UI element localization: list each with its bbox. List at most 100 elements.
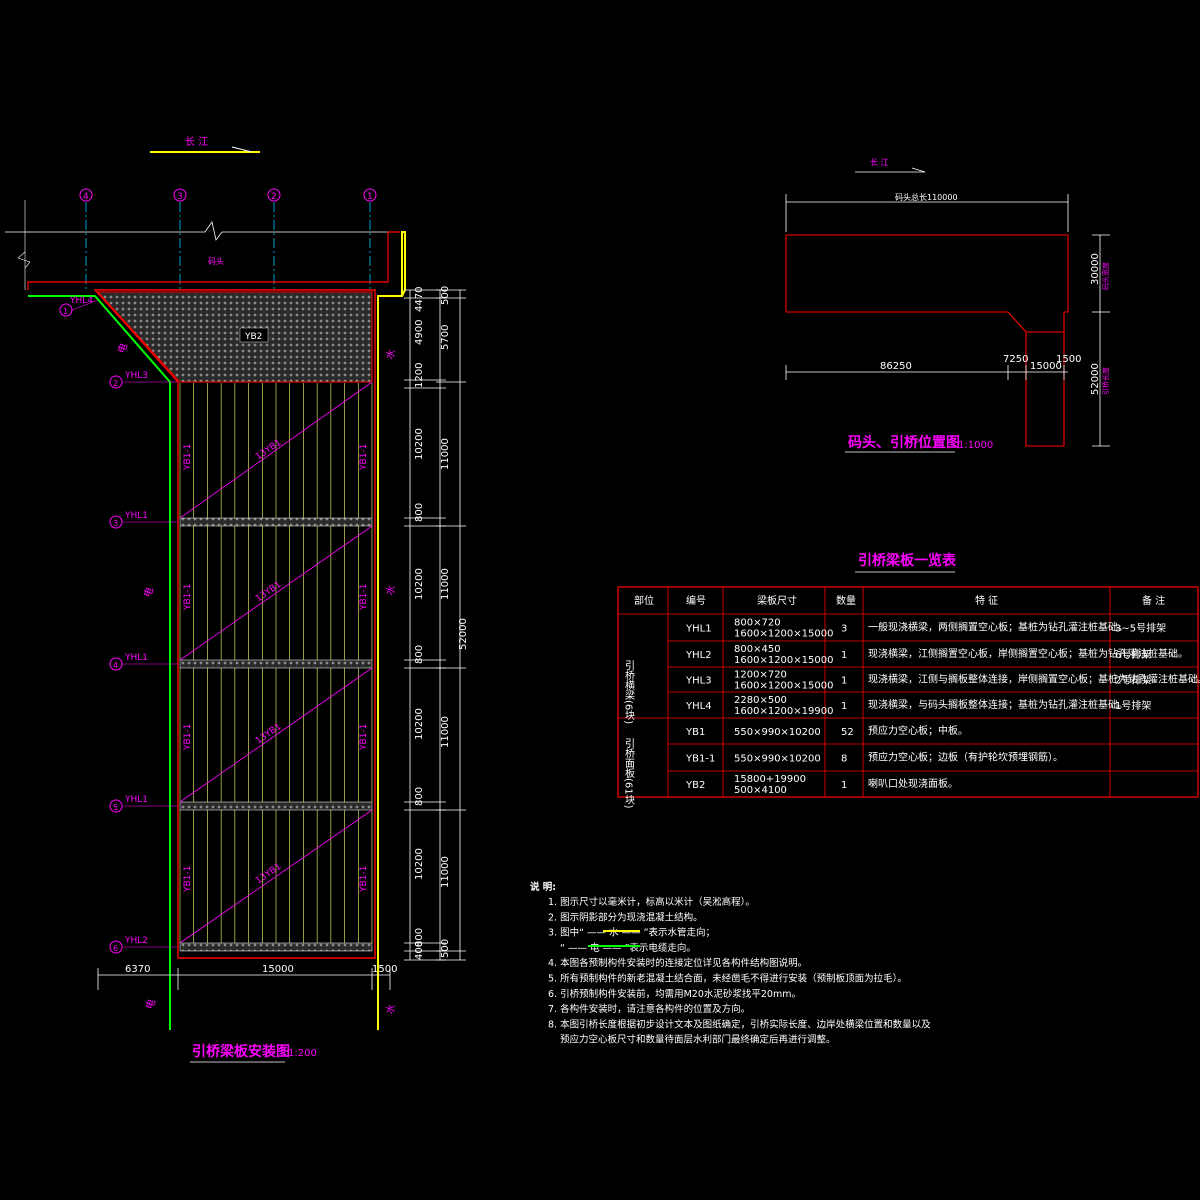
beam-code: YHL3 — [124, 371, 148, 381]
dim-label: 10200 — [414, 568, 425, 600]
water-label: 水 — [384, 348, 399, 362]
row-code: YB1 — [685, 727, 705, 738]
note-line: 8. 本图引桥长度根据初步设计文本及图纸确定，引桥实际长度、边岸处横梁位置和数量… — [548, 1018, 931, 1030]
schedule: 引桥梁板一览表 部位 编号 梁板尺寸 数量 特 征 备 注 — [617, 552, 1200, 809]
beam-code: YHL4 — [69, 296, 93, 306]
water-label: 水 — [384, 1003, 399, 1017]
location-plan: 长 江 码头总长110000 30000 码头宽度 52000 引桥长度 862… — [785, 157, 1110, 453]
row-code: YB1-1 — [685, 754, 715, 765]
bottom-dim: 6370 — [125, 964, 150, 975]
beam-band — [179, 517, 373, 527]
side-slab-label: YB1-1 — [359, 724, 369, 751]
svg-text:52000: 52000 — [1090, 363, 1101, 395]
span-label: 13YB1 — [254, 722, 283, 747]
group-label: 引桥面板(61块) — [623, 738, 635, 809]
route-labels: 电 电 电 水 水 水 — [115, 341, 399, 1016]
axis-bubble — [173, 188, 187, 202]
beam-axis-label: 6 — [113, 944, 118, 953]
notes: 说 明: 1. 图示尺寸以毫米计，标高以米计（吴淞高程）。 2. 图示阴影部分为现… — [530, 881, 931, 1046]
wharf-edge: 码头 — [5, 200, 400, 290]
schedule-header: 部位 编号 梁板尺寸 数量 特 征 备 注 — [634, 594, 1165, 607]
beam-code: YHL1 — [124, 511, 148, 521]
beam-axis-label: 2 — [113, 379, 118, 388]
cable-label: 电 — [141, 585, 157, 599]
note-line: 1. 图示尺寸以毫米计，标高以米计（吴淞高程）。 — [548, 896, 755, 908]
row-qty: 1 — [841, 676, 847, 687]
svg-text:长 江: 长 江 — [870, 157, 889, 167]
beam-axis-bubble — [109, 657, 123, 671]
dim-label: 1200 — [414, 363, 425, 388]
axis-lines — [85, 202, 371, 290]
yb2-hatch — [96, 291, 373, 383]
row-feature: 一般现浇横梁，两侧搁置空心板；基桩为钻孔灌注桩基础。 — [868, 621, 1128, 634]
dim-label: 800 — [414, 645, 425, 664]
dim-label: 5700 — [440, 325, 451, 350]
beam-code: YHL1 — [124, 795, 148, 805]
beam-axis-bubble — [59, 303, 73, 317]
row-qty: 52 — [841, 727, 854, 738]
row-feature: 现浇横梁，江侧与搁板整体连接，岸侧搁置空心板；基桩为钻孔灌注桩基础。 — [868, 673, 1200, 686]
axis-label: 3 — [177, 192, 183, 202]
row-qty: 1 — [841, 780, 847, 791]
side-slab-label: YB1-1 — [183, 724, 193, 751]
beam-axis-bubble — [109, 799, 123, 813]
river-direction-arrow: 长 江 — [150, 136, 260, 153]
dimension-bottom: 6370 15000 1500 — [97, 964, 397, 990]
row-feature: 现浇横梁，与码头搁板整体连接；基桩为钻孔灌注桩基础。 — [868, 698, 1128, 711]
row-qty: 3 — [841, 624, 847, 635]
side-slab-label: YB1-1 — [359, 866, 369, 893]
svg-text:数量: 数量 — [836, 594, 856, 607]
row-size: 1600×1200×15000 — [734, 629, 833, 640]
water-label: 水 — [384, 584, 399, 598]
svg-text:引桥长度: 引桥长度 — [1101, 367, 1110, 395]
install-plan-title: 引桥梁板安装图 — [192, 1043, 290, 1060]
side-slab-label: YB1-1 — [183, 584, 193, 611]
bottom-dim: 1500 — [372, 964, 397, 975]
row-code: YHL1 — [685, 624, 712, 635]
row-note: 1号排架 — [1115, 699, 1151, 712]
dim-label: 500 — [440, 939, 451, 958]
dimension-chains-right: 52000 4470490012001020080010200800102008… — [404, 286, 469, 961]
dim-label: 10200 — [414, 848, 425, 880]
dim-label: 500 — [440, 286, 451, 305]
location-plan-scale: 1:1000 — [958, 440, 993, 451]
row-size: 1200×720 — [734, 670, 787, 681]
beam-axis-label: 5 — [113, 803, 118, 812]
row-size: 500×4100 — [734, 785, 787, 796]
note-line: 2. 图示阴影部分为现浇混凝土结构。 — [548, 911, 703, 923]
side-slab-labels: YB1-1 YB1-1 YB1-1 YB1-1 YB1-1 YB1-1 YB1-… — [183, 444, 369, 893]
svg-text:编号: 编号 — [686, 594, 706, 607]
location-plan-title: 码头、引桥位置图 — [848, 434, 960, 451]
span-label: 13YB1 — [254, 580, 283, 605]
river-direction-label: 长 江 — [185, 136, 208, 148]
notes-heading: 说 明: — [530, 881, 556, 893]
svg-text:特 征: 特 征 — [975, 595, 998, 607]
svg-text:备 注: 备 注 — [1142, 594, 1165, 607]
install-plan-scale: 1:200 — [288, 1048, 317, 1059]
row-size: 550×990×10200 — [734, 754, 821, 765]
row-qty: 1 — [841, 650, 847, 661]
dim-label: 11000 — [440, 856, 451, 888]
note-line: 预应力空心板尺寸和数量待面层水利部门最终确定后再进行调整。 — [560, 1034, 836, 1046]
beam-axis-label: 4 — [113, 661, 118, 670]
beam-bands — [179, 517, 373, 952]
beam-axis-bubble — [109, 375, 123, 389]
dim-label: 4900 — [414, 320, 425, 345]
beam-band — [179, 659, 373, 669]
dim-label: 11000 — [440, 716, 451, 748]
schedule-title: 引桥梁板一览表 — [858, 552, 957, 569]
row-size: 550×990×10200 — [734, 727, 821, 738]
cable-label: 电 — [143, 997, 159, 1011]
dim-label: 400 — [414, 941, 425, 960]
beam-axis-bubble — [109, 940, 123, 954]
row-note: 6号排架 — [1115, 648, 1151, 661]
note-line: 4. 本图各预制构件安装时的连接定位详见各构件结构图说明。 — [548, 957, 807, 969]
row-size: 800×720 — [734, 618, 781, 629]
axis-bubbles: 4 3 2 1 — [79, 188, 377, 202]
total-dim: 52000 — [458, 618, 469, 650]
row-feature: 现浇横梁，江侧搁置空心板，岸侧搁置空心板；基桩为钻孔灌注桩基础。 — [868, 647, 1188, 660]
wharf-length: 码头总长110000 — [895, 192, 958, 202]
row-note: 3~5号排架 — [1115, 622, 1166, 635]
axis-bubble — [363, 188, 377, 202]
